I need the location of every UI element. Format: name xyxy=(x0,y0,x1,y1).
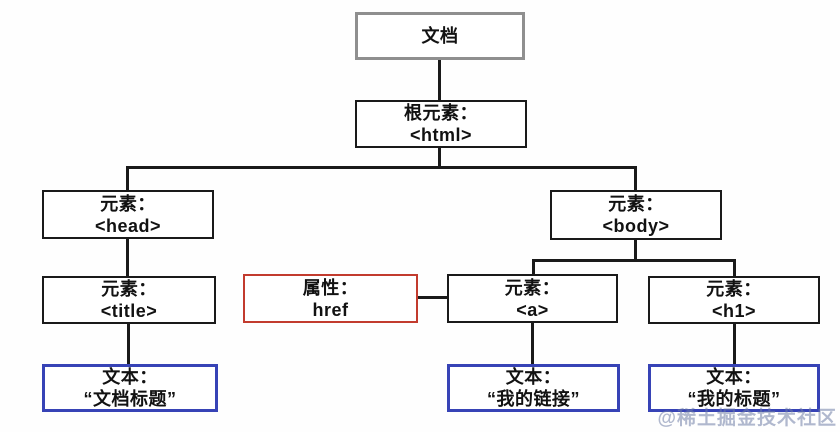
node-title-label: 元素： xyxy=(101,279,157,299)
connector-html-drop xyxy=(438,148,441,169)
node-attribute-href: 属性： href xyxy=(243,274,418,323)
node-h1-tag: <h1> xyxy=(711,301,757,321)
node-text-heading-label: 文本： xyxy=(706,367,762,387)
node-text-my-heading: 文本： “我的标题” xyxy=(648,364,820,412)
connector-document-html xyxy=(438,60,441,101)
node-text-document-title: 文本： “文档标题” xyxy=(42,364,218,412)
connector-rail-body xyxy=(634,166,637,190)
connector-head-title xyxy=(126,239,129,276)
node-text-link-value: “我的链接” xyxy=(487,389,580,409)
node-a-label: 元素： xyxy=(504,277,561,298)
node-head-label: 元素： xyxy=(100,193,156,214)
connector-title-text xyxy=(127,324,130,364)
connector-h1-text xyxy=(733,324,736,364)
node-body-tag: <body> xyxy=(602,216,670,236)
node-head-tag: <head> xyxy=(94,215,162,236)
node-href-value: href xyxy=(312,299,349,320)
node-root-element-html: 根元素： <html> xyxy=(355,100,527,148)
node-html-label: 根元素： xyxy=(404,103,478,123)
connector-body-drop xyxy=(634,240,637,262)
node-element-head: 元素： <head> xyxy=(42,190,214,239)
node-body-label: 元素： xyxy=(608,194,664,214)
connector-rail-h1 xyxy=(733,259,736,276)
node-document-label: 文档 xyxy=(421,26,459,46)
connector-a-text xyxy=(531,323,534,364)
node-element-body: 元素： <body> xyxy=(550,190,722,240)
connector-html-rail xyxy=(126,166,637,169)
node-text-link-label: 文本： xyxy=(505,367,562,387)
node-href-label: 属性： xyxy=(302,277,359,298)
node-text-doc-title-value: “文档标题” xyxy=(83,389,177,409)
connector-rail-head xyxy=(126,166,129,190)
node-a-tag: <a> xyxy=(516,299,549,320)
node-text-heading-value: “我的标题” xyxy=(687,389,781,409)
node-element-a: 元素： <a> xyxy=(447,274,618,323)
node-text-my-link: 文本： “我的链接” xyxy=(447,364,620,412)
connector-rail-a xyxy=(532,259,535,274)
node-html-tag: <html> xyxy=(409,125,473,145)
watermark: @稀土掘金技术社区 xyxy=(657,408,837,429)
node-element-title: 元素： <title> xyxy=(42,276,216,324)
connector-body-rail xyxy=(532,259,736,262)
node-element-h1: 元素： <h1> xyxy=(648,276,820,324)
node-text-doc-title-label: 文本： xyxy=(102,367,158,387)
connector-href-a xyxy=(416,296,449,299)
node-title-tag: <title> xyxy=(100,301,158,321)
node-document: 文档 xyxy=(355,12,525,60)
node-h1-label: 元素： xyxy=(706,279,762,299)
